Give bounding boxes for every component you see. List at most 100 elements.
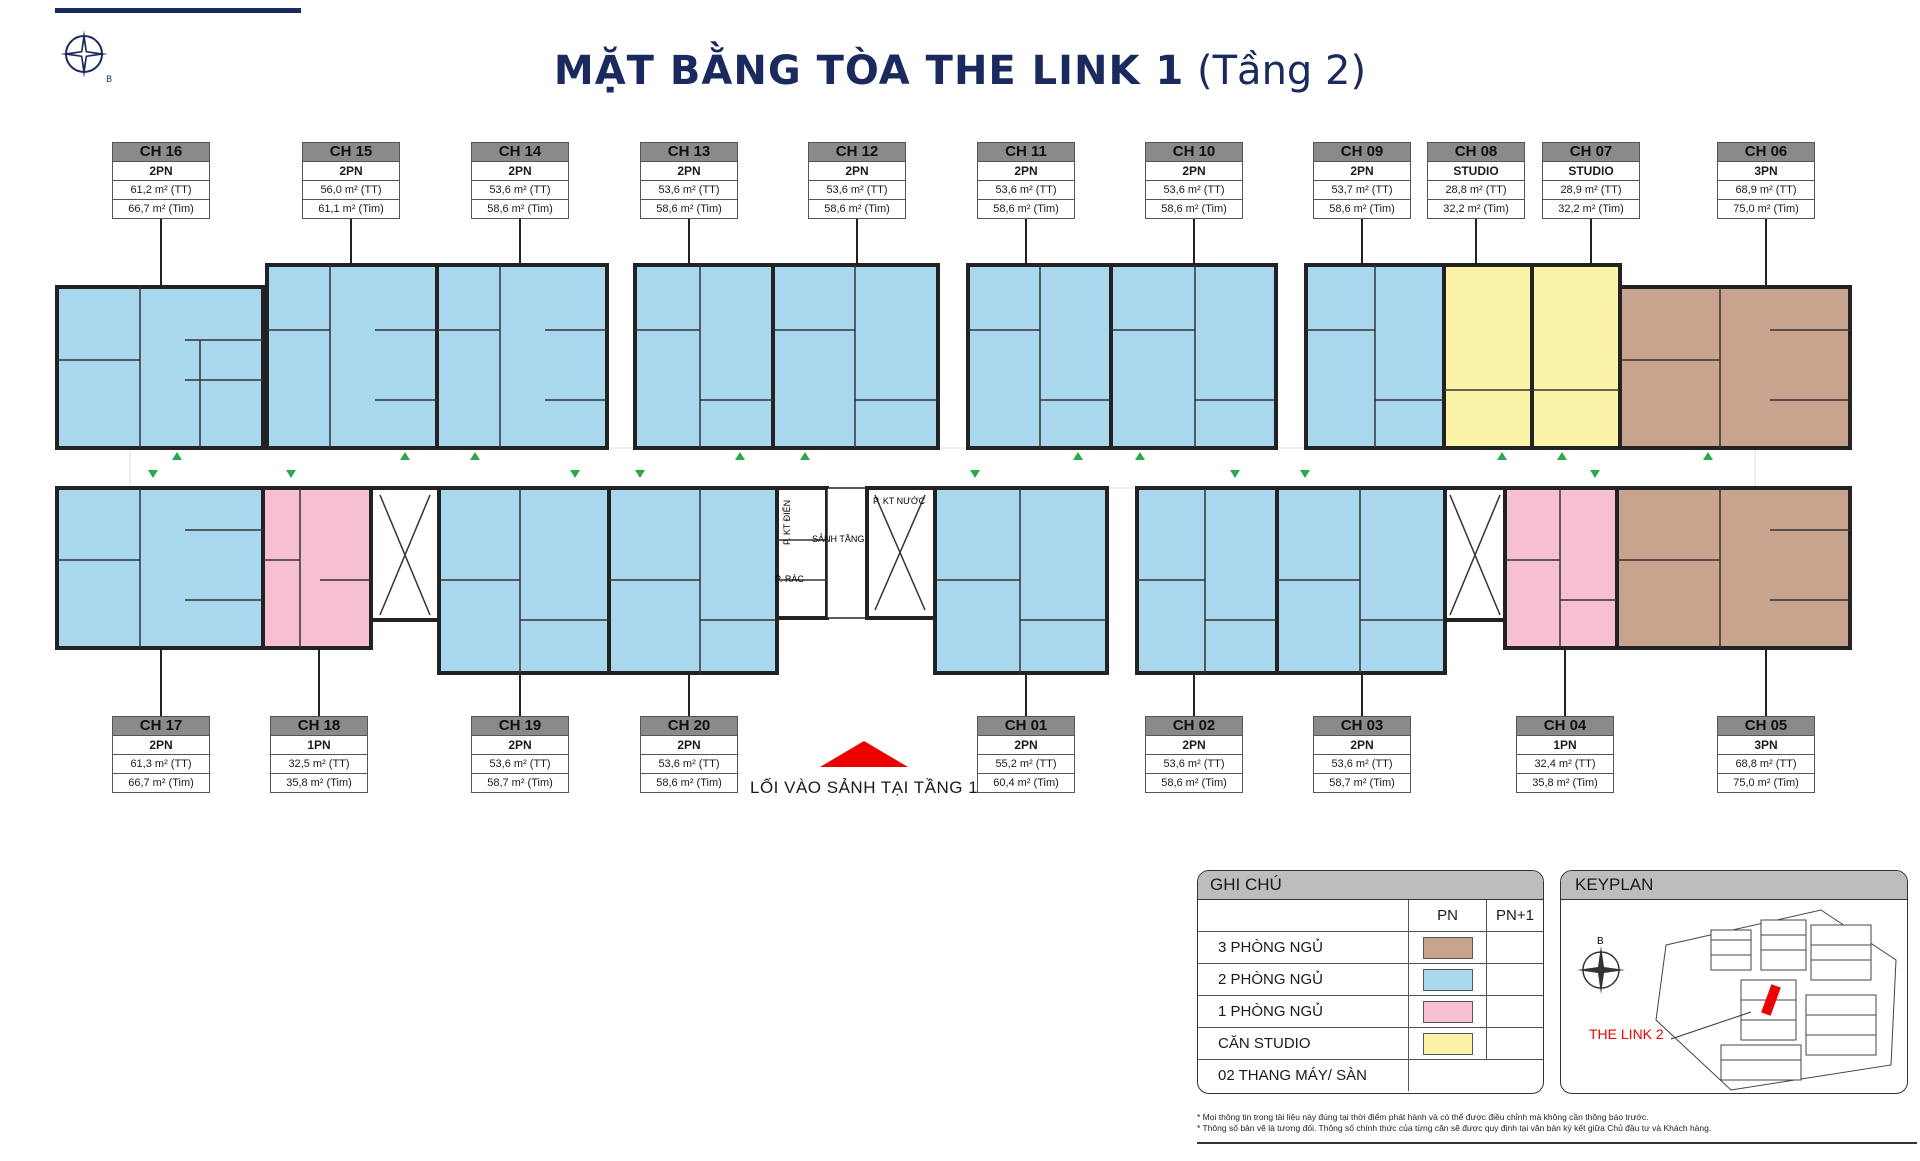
unit-area-net: 53,6 m² (TT) xyxy=(640,755,738,774)
unit-code: CH 04 xyxy=(1516,716,1614,736)
unit-code: CH 13 xyxy=(640,142,738,162)
unit-area-gross: 58,6 m² (Tim) xyxy=(1313,200,1411,219)
unit-type: 2PN xyxy=(1313,162,1411,181)
unit-area-net: 53,7 m² (TT) xyxy=(1313,181,1411,200)
unit-type: 2PN xyxy=(977,162,1075,181)
unit-area-gross: 61,1 m² (Tim) xyxy=(302,200,400,219)
unit-ch16 xyxy=(55,285,265,450)
unit-type: 2PN xyxy=(471,162,569,181)
keyplan-map: B xyxy=(1577,909,1897,1091)
keyplan-title: KEYPLAN xyxy=(1561,871,1907,900)
keyplan-marker-label: THE LINK 2 xyxy=(1589,1026,1664,1042)
unit-area-gross: 58,6 m² (Tim) xyxy=(977,200,1075,219)
unit-code: CH 03 xyxy=(1313,716,1411,736)
unit-type: 3PN xyxy=(1717,736,1815,755)
unit-code: CH 05 xyxy=(1717,716,1815,736)
disclaimer-notes: * Mọi thông tin trong tài liệu này đúng … xyxy=(1197,1112,1711,1134)
top-row-units xyxy=(55,263,1852,450)
unit-ch07 xyxy=(1530,263,1622,450)
unit-area-gross: 35,8 m² (Tim) xyxy=(1516,774,1614,793)
legend-row-label: 1 PHÒNG NGỦ xyxy=(1198,995,1409,1028)
bottom-row-units xyxy=(55,486,1852,675)
unit-area-net: 68,8 m² (TT) xyxy=(1717,755,1815,774)
unit-type: 2PN xyxy=(302,162,400,181)
unit-code: CH 09 xyxy=(1313,142,1411,162)
unit-type: 2PN xyxy=(1145,736,1243,755)
interior-walls xyxy=(57,265,1850,673)
leader-line xyxy=(318,648,320,716)
unit-area-net: 32,5 m² (TT) xyxy=(270,755,368,774)
keyplan: KEYPLAN B THE LINK 2 xyxy=(1560,870,1908,1094)
unit-area-gross: 75,0 m² (Tim) xyxy=(1717,774,1815,793)
page-title: MẶT BẰNG TÒA THE LINK 1 (Tầng 2) xyxy=(0,48,1920,94)
legend-row-label: CĂN STUDIO xyxy=(1198,1027,1409,1060)
entrance-label: LỐI VÀO SẢNH TẠI TẦNG 1 xyxy=(750,778,979,797)
label-sanh-tang: SẢNH TẦNG xyxy=(812,533,864,544)
legend-col-pn1: PN+1 xyxy=(1486,900,1543,932)
unit-area-net: 61,3 m² (TT) xyxy=(112,755,210,774)
svg-text:B: B xyxy=(106,75,112,84)
unit-area-gross: 66,7 m² (Tim) xyxy=(112,774,210,793)
leader-line xyxy=(1475,218,1477,265)
leader-line xyxy=(1193,218,1195,265)
leader-line xyxy=(519,218,521,265)
unit-area-net: 61,2 m² (TT) xyxy=(112,181,210,200)
corridor xyxy=(129,447,1756,489)
leader-line xyxy=(856,218,858,265)
leader-line xyxy=(1361,673,1363,716)
unit-ch06 xyxy=(1618,285,1852,450)
unit-type: 1PN xyxy=(270,736,368,755)
unit-type: 2PN xyxy=(808,162,906,181)
unit-type: 1PN xyxy=(1516,736,1614,755)
title-floor: (Tầng 2) xyxy=(1197,48,1367,94)
leader-line xyxy=(688,673,690,716)
unit-area-gross: 66,7 m² (Tim) xyxy=(112,200,210,219)
unit-area-gross: 58,6 m² (Tim) xyxy=(1145,200,1243,219)
unit-area-net: 53,6 m² (TT) xyxy=(1145,181,1243,200)
unit-ch08 xyxy=(1442,263,1534,450)
unit-area-gross: 58,6 m² (Tim) xyxy=(640,774,738,793)
top-rule xyxy=(55,8,301,13)
legend-title: GHI CHÚ xyxy=(1198,871,1543,900)
unit-area-net: 32,4 m² (TT) xyxy=(1516,755,1614,774)
unit-ch04 xyxy=(1503,486,1619,650)
legend-row-label: 2 PHÒNG NGỦ xyxy=(1198,963,1409,996)
unit-area-net: 53,6 m² (TT) xyxy=(1145,755,1243,774)
unit-code: CH 10 xyxy=(1145,142,1243,162)
unit-type: 2PN xyxy=(640,736,738,755)
label-kt-nuoc: P. KT NƯỚC xyxy=(873,496,926,506)
unit-area-gross: 32,2 m² (Tim) xyxy=(1427,200,1525,219)
keyplan-highlight xyxy=(1761,984,1781,1016)
leader-line xyxy=(688,218,690,265)
unit-area-gross: 58,7 m² (Tim) xyxy=(1313,774,1411,793)
unit-area-net: 53,6 m² (TT) xyxy=(977,181,1075,200)
leader-line xyxy=(1193,673,1195,716)
unit-area-net: 53,6 m² (TT) xyxy=(471,181,569,200)
legend-row-label: 3 PHÒNG NGỦ xyxy=(1198,931,1409,964)
unit-ch14 xyxy=(435,263,609,450)
leader-line xyxy=(1025,673,1027,716)
unit-area-gross: 58,6 m² (Tim) xyxy=(471,200,569,219)
note-line: * Thông số bản vẽ là tương đối. Thông số… xyxy=(1197,1123,1712,1133)
core-lobby xyxy=(826,487,868,619)
unit-code: CH 07 xyxy=(1542,142,1640,162)
unit-type: 2PN xyxy=(112,162,210,181)
leader-line xyxy=(160,648,162,716)
note-line: * Mọi thông tin trong tài liệu này đúng … xyxy=(1197,1112,1649,1122)
unit-code: CH 02 xyxy=(1145,716,1243,736)
unit-code: CH 14 xyxy=(471,142,569,162)
unit-ch05 xyxy=(1615,486,1852,650)
unit-area-gross: 58,6 m² (Tim) xyxy=(640,200,738,219)
